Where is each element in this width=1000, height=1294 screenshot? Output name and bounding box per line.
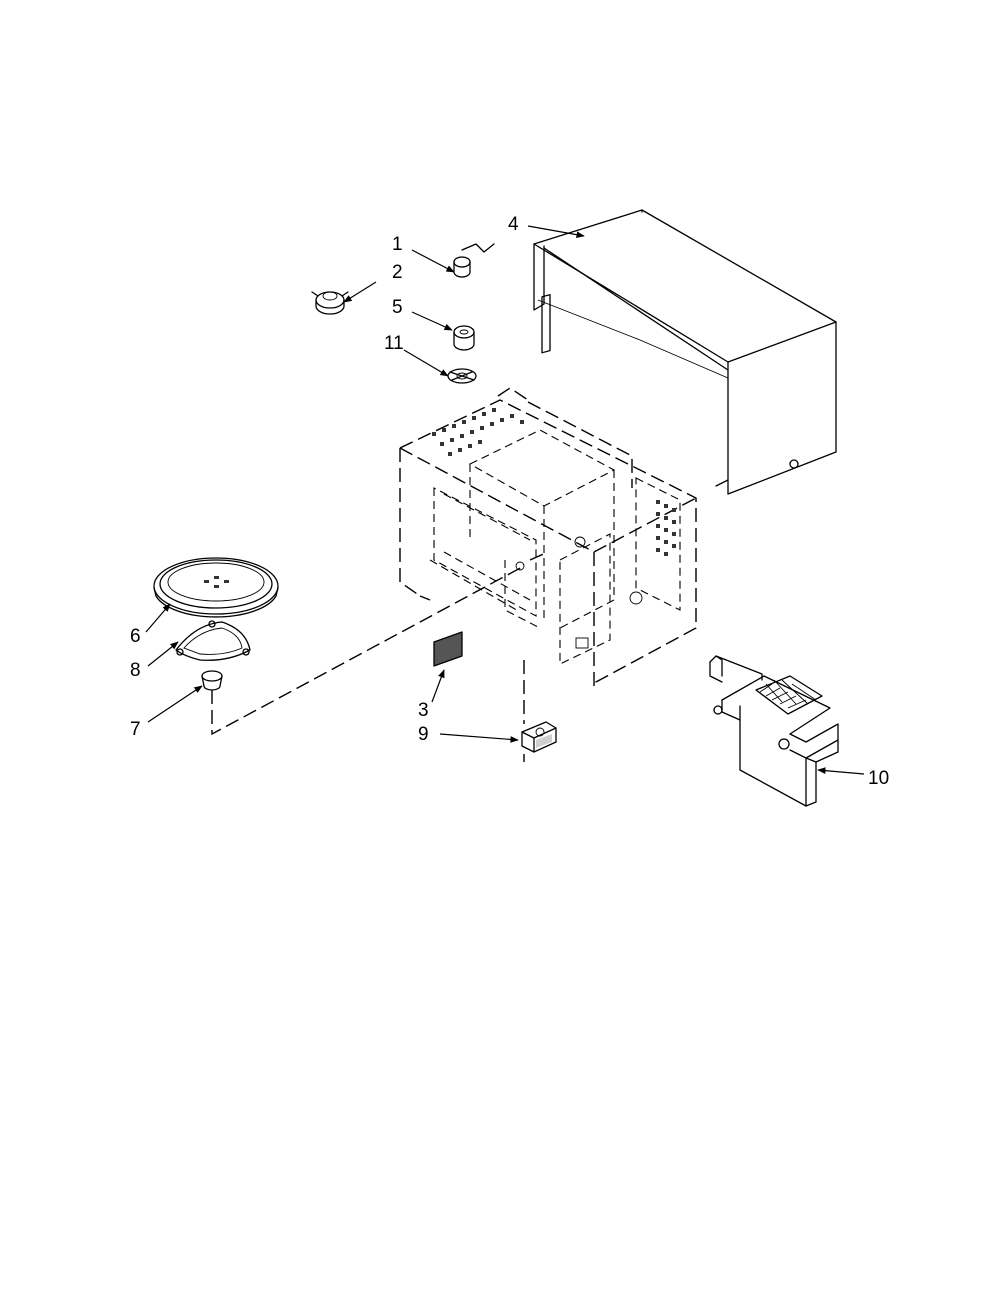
- callout-11: 11: [384, 333, 404, 354]
- assembly-centerlines: [211, 551, 549, 762]
- roller-ring-icon: [175, 620, 251, 661]
- callout-9: 9: [418, 724, 429, 745]
- turntable-motor-icon: [521, 721, 557, 753]
- turntable-tray-icon: [153, 557, 279, 618]
- callout-8: 8: [130, 660, 141, 681]
- waveguide-cover-icon: [433, 631, 463, 667]
- callout-6: 6: [130, 626, 141, 647]
- leader-lines: [145, 225, 865, 775]
- outer-cover-part: [533, 209, 837, 495]
- vent-grille-bracket-icon: [709, 655, 839, 807]
- part-11-icon: [447, 368, 477, 384]
- callout-5: 5: [392, 297, 403, 318]
- drive-coupler-icon: [201, 670, 223, 691]
- callout-4: 4: [508, 214, 519, 235]
- part-2-icon: [311, 291, 349, 315]
- microwave-cavity: [399, 387, 697, 689]
- callout-labels: 1 2 3 4 5 6 7 8 9 10 11: [130, 214, 889, 789]
- callout-10: 10: [868, 768, 889, 789]
- part-1-icon: [453, 243, 495, 278]
- callout-2: 2: [392, 262, 403, 283]
- callout-7: 7: [130, 719, 141, 740]
- callout-3: 3: [418, 700, 429, 721]
- part-5-icon: [453, 325, 475, 351]
- callout-1: 1: [392, 234, 403, 255]
